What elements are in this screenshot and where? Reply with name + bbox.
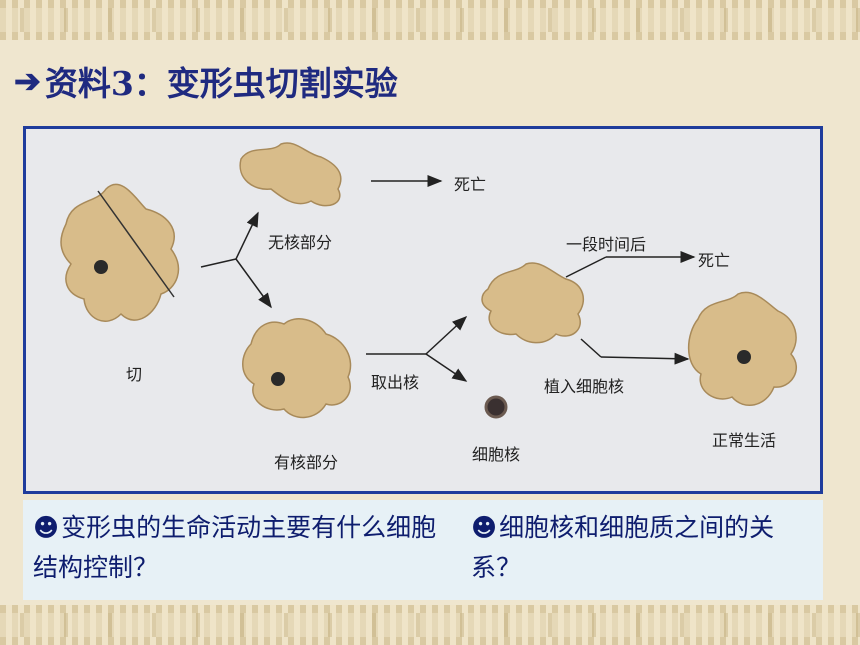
- label-cut: 切: [126, 365, 143, 384]
- nucleus-with-part: [271, 372, 285, 386]
- label-with-nucleus-part: 有核部分: [274, 453, 339, 472]
- amoeba-no-nucleus: [239, 142, 342, 207]
- question-1-text: 变形虫的生命活动主要有什么细胞结构控制？: [33, 513, 437, 582]
- question-1: ☻变形虫的生命活动主要有什么细胞结构控制？: [33, 508, 453, 588]
- label-after-a-while: 一段时间后: [566, 235, 647, 254]
- questions-panel: ☻变形虫的生命活动主要有什么细胞结构控制？ ☻细胞核和细胞质之间的关系？: [23, 500, 823, 600]
- label-remove-nucleus: 取出核: [371, 373, 420, 392]
- nucleus-original: [94, 260, 108, 274]
- question-2: ☻细胞核和细胞质之间的关系？: [471, 508, 821, 588]
- label-nucleus: 细胞核: [472, 445, 521, 464]
- label-implant-nucleus: 植入细胞核: [544, 377, 625, 396]
- amoeba-normal: [687, 291, 797, 407]
- slide-title-text: 资料3：变形虫切割实验: [44, 64, 398, 103]
- slide-title: ➔ 资料3：变形虫切割实验: [14, 56, 398, 106]
- arrow-right-icon: ➔: [14, 62, 41, 100]
- nucleus-normal: [737, 350, 751, 364]
- amoeba-with-nucleus: [242, 318, 352, 419]
- decorative-bottom-border: [0, 605, 860, 645]
- label-no-nucleus-part: 无核部分: [268, 233, 333, 252]
- label-death-1: 死亡: [454, 175, 487, 194]
- label-normal-life: 正常生活: [712, 431, 777, 450]
- decorative-top-border: [0, 0, 860, 40]
- isolated-nucleus: [484, 395, 508, 419]
- experiment-diagram: 切 无核部分 死亡 有核部分 取出核 一段时间后 死亡 植入细胞核 细胞核 正常…: [23, 126, 823, 494]
- smiley-icon: ☻: [471, 513, 498, 542]
- amoeba-original: [60, 183, 180, 322]
- question-2-text: 细胞核和细胞质之间的关系？: [471, 513, 775, 582]
- cut-line: [97, 190, 175, 298]
- smiley-icon: ☻: [33, 513, 60, 542]
- amoeba-enucleated: [481, 262, 585, 344]
- diagram-drawing: [60, 142, 797, 419]
- label-death-2: 死亡: [698, 251, 731, 270]
